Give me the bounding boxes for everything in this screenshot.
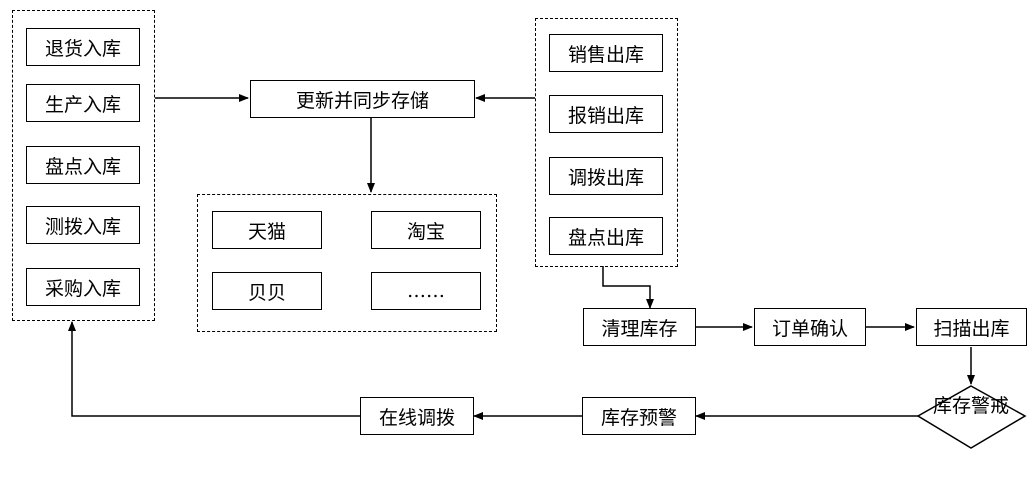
outbound-group (535, 18, 678, 267)
platforms-group (197, 194, 497, 332)
arrow-outbound-to-clear (602, 266, 654, 309)
inbound-item-inventory-count: 盘点入库 (26, 146, 140, 184)
platform-taobao: 淘宝 (371, 211, 481, 249)
inbound-item-purchase: 采购入库 (26, 268, 140, 306)
sync-storage-node: 更新并同步存储 (250, 80, 475, 118)
stock-alert-label: 库存警戒 (932, 395, 1009, 417)
arrow-transfer-to-inbound (68, 321, 360, 417)
outbound-item-inventory-count: 盘点出库 (549, 217, 663, 255)
clear-stock-node: 清理库存 (583, 308, 696, 346)
order-confirm-node: 订单确认 (754, 308, 866, 346)
stock-alert-diamond (916, 385, 1027, 449)
stock-warning-node: 库存预警 (582, 397, 696, 435)
platform-more: …… (371, 272, 481, 310)
outbound-item-transfer: 调拨出库 (549, 157, 663, 195)
online-transfer-node: 在线调拨 (360, 397, 474, 435)
inbound-item-return: 退货入库 (26, 28, 140, 66)
outbound-item-sales: 销售出库 (549, 34, 663, 72)
scan-out-node: 扫描出库 (916, 308, 1027, 346)
platform-tmall: 天猫 (212, 211, 322, 249)
inbound-item-production: 生产入库 (26, 84, 140, 122)
inbound-item-transfer: 测拨入库 (26, 206, 140, 244)
platform-beibei: 贝贝 (212, 272, 322, 310)
inbound-group (12, 10, 155, 321)
outbound-item-reimbursement: 报销出库 (549, 95, 663, 133)
